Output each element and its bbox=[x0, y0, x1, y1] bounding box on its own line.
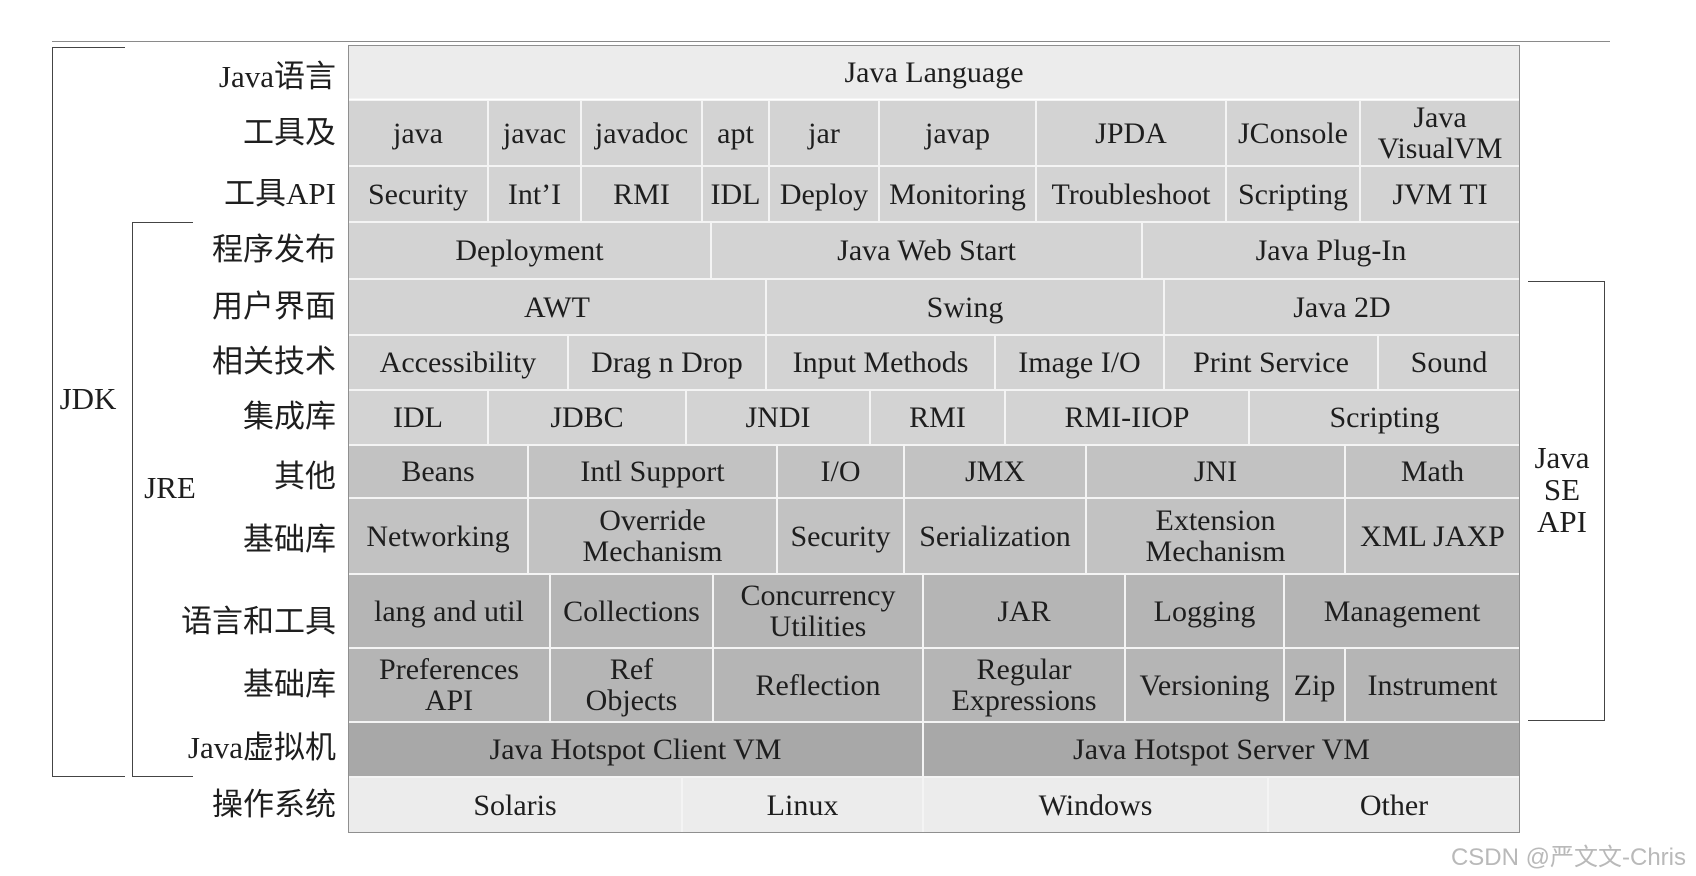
component-cell: Deploy bbox=[769, 166, 879, 222]
row-label: 用户界面 bbox=[212, 289, 336, 324]
component-cell: apt bbox=[702, 100, 769, 166]
component-cell: Java Hotspot Client VM bbox=[348, 722, 923, 777]
row-label: 语言和工具 bbox=[181, 604, 336, 639]
component-cell: Monitoring bbox=[879, 166, 1036, 222]
component-cell: Zip bbox=[1284, 648, 1345, 722]
component-cell: Logging bbox=[1125, 574, 1284, 648]
component-cell: Collections bbox=[550, 574, 713, 648]
component-cell: java bbox=[348, 100, 488, 166]
row-label: 基础库 bbox=[243, 522, 336, 557]
component-cell: Swing bbox=[766, 279, 1164, 335]
component-cell: JMX bbox=[904, 445, 1086, 498]
row-label: Java虚拟机 bbox=[187, 730, 336, 765]
component-cell: Security bbox=[777, 498, 904, 574]
component-cell: XML JAXP bbox=[1345, 498, 1520, 574]
java-se-api-bracket bbox=[1528, 281, 1605, 721]
component-cell: Int’I bbox=[488, 166, 581, 222]
component-cell: jar bbox=[769, 100, 879, 166]
row-label: 工具及 bbox=[243, 115, 336, 150]
component-cell: Networking bbox=[348, 498, 528, 574]
row-label: 相关技术 bbox=[212, 344, 336, 379]
component-cell: RMI bbox=[870, 390, 1005, 445]
component-cell: Scripting bbox=[1249, 390, 1520, 445]
component-cell: RMI-IIOP bbox=[1005, 390, 1249, 445]
component-cell: Input Methods bbox=[766, 335, 995, 390]
component-cell: Java 2D bbox=[1164, 279, 1520, 335]
component-cell: Beans bbox=[348, 445, 528, 498]
component-cell: Serialization bbox=[904, 498, 1086, 574]
component-cell: lang and util bbox=[348, 574, 550, 648]
component-cell: Override Mechanism bbox=[528, 498, 777, 574]
component-cell: I/O bbox=[777, 445, 904, 498]
component-cell: javadoc bbox=[581, 100, 702, 166]
row-label: Java语言 bbox=[218, 59, 336, 94]
row-label: 操作系统 bbox=[212, 787, 336, 822]
jdk-label: JDK bbox=[56, 382, 120, 415]
component-cell: Java VisualVM bbox=[1360, 100, 1520, 166]
component-cell: javap bbox=[879, 100, 1036, 166]
component-cell: Scripting bbox=[1226, 166, 1360, 222]
component-cell: AWT bbox=[348, 279, 766, 335]
component-cell: RMI bbox=[581, 166, 702, 222]
component-cell: Instrument bbox=[1345, 648, 1520, 722]
top-rule bbox=[52, 41, 1610, 42]
component-cell: Math bbox=[1345, 445, 1520, 498]
component-cell: Extension Mechanism bbox=[1086, 498, 1345, 574]
component-cell: JDBC bbox=[488, 390, 686, 445]
component-cell: JPDA bbox=[1036, 100, 1226, 166]
component-cell: Accessibility bbox=[348, 335, 568, 390]
row-label: 集成库 bbox=[243, 399, 336, 434]
component-cell: Print Service bbox=[1164, 335, 1378, 390]
component-cell: Drag n Drop bbox=[568, 335, 766, 390]
row-label: 工具API bbox=[224, 176, 336, 211]
component-cell: Deployment bbox=[348, 222, 711, 279]
component-cell: JVM TI bbox=[1360, 166, 1520, 222]
row-label: 程序发布 bbox=[212, 232, 336, 267]
component-cell: Intl Support bbox=[528, 445, 777, 498]
component-cell: Java Web Start bbox=[711, 222, 1142, 279]
component-cell: Ref Objects bbox=[550, 648, 713, 722]
component-cell: javac bbox=[488, 100, 581, 166]
component-cell: Java Plug-In bbox=[1142, 222, 1520, 279]
component-cell: Solaris bbox=[348, 777, 682, 833]
component-cell: Java Hotspot Server VM bbox=[923, 722, 1520, 777]
component-cell: Other bbox=[1268, 777, 1520, 833]
component-cell: Regular Expressions bbox=[923, 648, 1125, 722]
component-cell: IDL bbox=[702, 166, 769, 222]
component-cell: Management bbox=[1284, 574, 1520, 648]
component-cell: Sound bbox=[1378, 335, 1520, 390]
jre-bracket bbox=[132, 222, 193, 777]
java-se-api-label: Java SE API bbox=[1528, 442, 1596, 538]
watermark: CSDN @严文文-Chris bbox=[1450, 844, 1686, 871]
row-label: 基础库 bbox=[243, 667, 336, 702]
component-cell: Concurrency Utilities bbox=[713, 574, 923, 648]
component-cell: Preferences API bbox=[348, 648, 550, 722]
component-cell: Linux bbox=[682, 777, 923, 833]
component-cell: IDL bbox=[348, 390, 488, 445]
component-cell: JConsole bbox=[1226, 100, 1360, 166]
jre-label: JRE bbox=[138, 471, 202, 504]
jdk-bracket bbox=[52, 47, 125, 777]
component-cell: Versioning bbox=[1125, 648, 1284, 722]
row-label: 其他 bbox=[274, 459, 336, 494]
component-cell: Reflection bbox=[713, 648, 923, 722]
component-cell: JAR bbox=[923, 574, 1125, 648]
component-cell: Windows bbox=[923, 777, 1268, 833]
component-cell: Java Language bbox=[348, 45, 1520, 99]
component-cell: JNDI bbox=[686, 390, 870, 445]
component-cell: Image I/O bbox=[995, 335, 1164, 390]
component-cell: Security bbox=[348, 166, 488, 222]
component-cell: Troubleshoot bbox=[1036, 166, 1226, 222]
component-cell: JNI bbox=[1086, 445, 1345, 498]
